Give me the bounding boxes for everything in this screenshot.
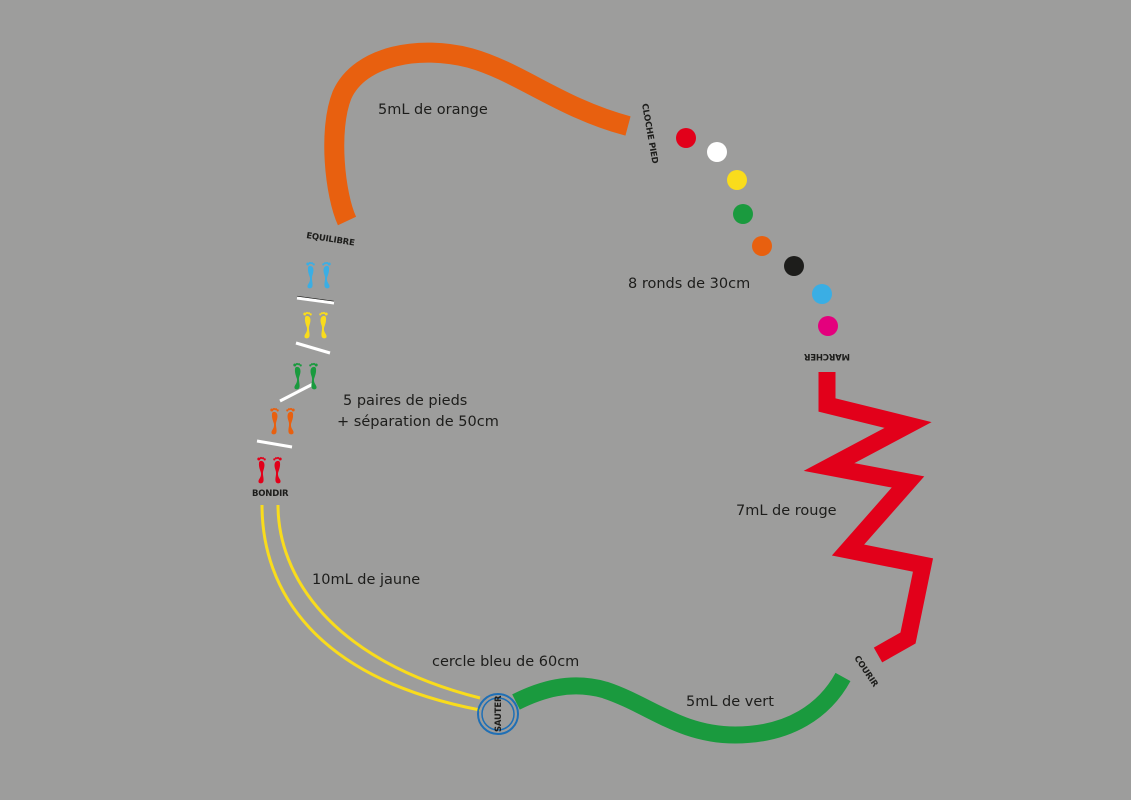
station-marcher: MARCHER	[803, 351, 850, 361]
footprint-pair-orange	[270, 407, 295, 435]
separation-bar	[256, 439, 293, 449]
footprints-sequence	[257, 261, 331, 484]
red-zigzag-band	[803, 372, 934, 663]
dot-white	[707, 142, 727, 162]
orange-band	[324, 42, 631, 226]
dot-blue	[812, 284, 832, 304]
station-bondir: BONDIR	[252, 489, 289, 499]
dots-label: 8 ronds de 30cm	[628, 276, 750, 292]
footprint-pair-green	[293, 362, 318, 390]
dot-yellow	[727, 170, 747, 190]
station-equilibre: EQUILIBRE	[306, 231, 356, 249]
feet-label-line2: + séparation de 50cm	[337, 414, 499, 430]
dot-black	[784, 256, 804, 276]
yellow-double-line	[260, 504, 481, 712]
station-courir: COURIR	[852, 654, 880, 689]
dot-green	[733, 204, 753, 224]
red-label: 7mL de rouge	[736, 503, 837, 519]
footprint-pair-yellow	[303, 311, 328, 339]
feet-label-line1: 5 paires de pieds	[343, 393, 467, 409]
yellow-label: 10mL de jaune	[312, 572, 420, 588]
orange-label: 5mL de orange	[378, 102, 488, 118]
separation-bar	[279, 382, 314, 403]
separation-bar	[295, 341, 331, 355]
footprint-pair-blue	[306, 261, 331, 289]
footprint-pair-red	[257, 456, 282, 484]
separation-bar	[296, 296, 335, 305]
circle-label: cercle bleu de 60cm	[432, 654, 579, 670]
dots-sequence	[676, 128, 838, 336]
green-band	[512, 672, 851, 744]
station-sauter: SAUTER	[494, 695, 504, 732]
dot-red	[676, 128, 696, 148]
dot-orange	[752, 236, 772, 256]
blue-circle	[477, 693, 519, 735]
station-cloche-pied: CLOCHE PIED	[639, 103, 659, 165]
dot-magenta	[818, 316, 838, 336]
separation-bars	[256, 295, 335, 449]
separation-bar	[296, 295, 335, 302]
green-label: 5mL de vert	[686, 694, 774, 710]
